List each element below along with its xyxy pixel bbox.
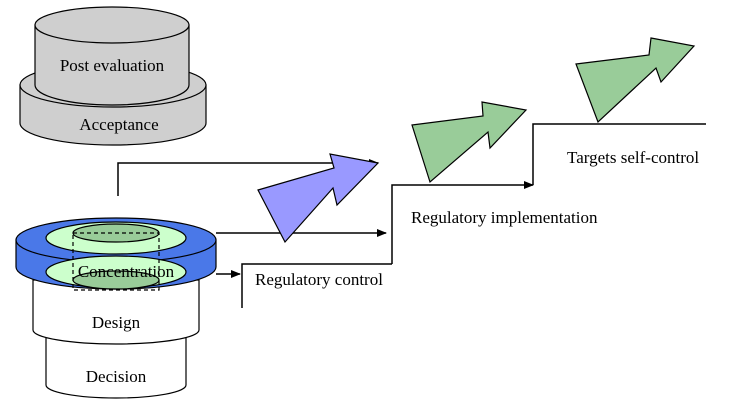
concentration-ring bbox=[15, 217, 217, 291]
violet-stage-arrow bbox=[257, 153, 380, 244]
regulatory-implementation-label: Regulatory implementation bbox=[411, 208, 598, 227]
green-stage-arrow-1 bbox=[411, 101, 528, 184]
design-label: Design bbox=[92, 313, 141, 332]
connector-lines bbox=[117, 123, 706, 308]
decision-cylinder bbox=[45, 329, 187, 399]
green-stage-arrow-2 bbox=[575, 37, 696, 124]
decision-label: Decision bbox=[86, 367, 147, 386]
targets-self-control-label: Targets self-control bbox=[567, 148, 699, 167]
concentration-label: Concentration bbox=[78, 262, 175, 281]
post-evaluation-label: Post evaluation bbox=[60, 56, 165, 75]
design-cylinder bbox=[32, 279, 200, 345]
regulatory-control-label: Regulatory control bbox=[255, 270, 383, 289]
acceptance-label: Acceptance bbox=[79, 115, 158, 134]
post-evaluation-cylinder bbox=[34, 6, 190, 106]
